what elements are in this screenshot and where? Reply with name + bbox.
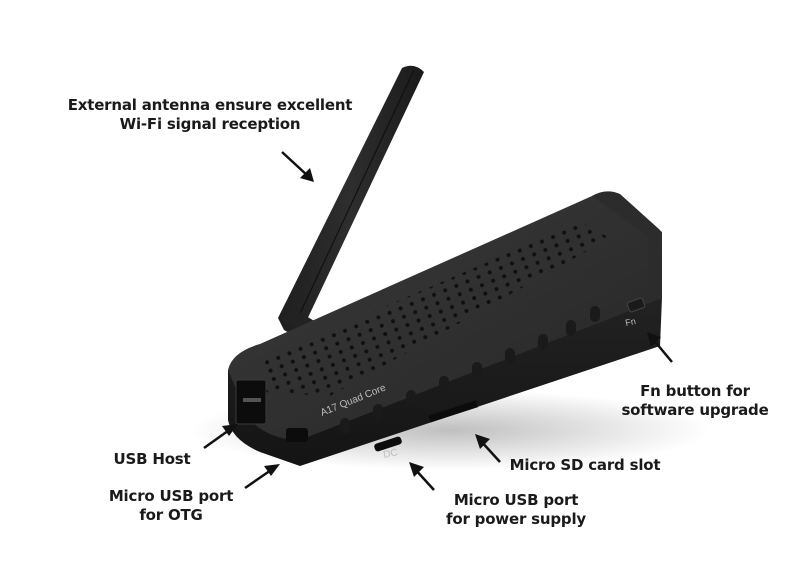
power-callout-line2: for power supply: [446, 510, 586, 528]
micro-sd-slot: [428, 400, 479, 423]
antenna-callout-line2: Wi-Fi signal reception: [119, 115, 301, 133]
micro-usb-power-port: [374, 436, 402, 452]
fn-callout-line1: Fn button for: [640, 382, 750, 400]
usb-host-callout: USB Host: [104, 450, 200, 469]
end-cap: [592, 191, 662, 300]
usb-host-tongue: [243, 398, 261, 402]
callout-arrows: [203, 151, 673, 491]
power-callout-line1: Micro USB port: [453, 491, 579, 509]
fn-callout-line2: software upgrade: [621, 401, 769, 419]
fn-marking: Fn: [624, 316, 636, 328]
usb-host-callout-line1: USB Host: [113, 450, 191, 468]
micro-usb-otg-callout: Micro USB port for OTG: [96, 487, 246, 525]
otg-callout-line2: for OTG: [139, 506, 203, 524]
vent-grille: [262, 222, 610, 396]
micro-usb-power-callout: Micro USB port for power supply: [436, 491, 596, 529]
dc-marking: DC: [382, 447, 398, 461]
micro-sd-callout: Micro SD card slot: [500, 456, 670, 475]
fn-button-callout: Fn button for software upgrade: [610, 382, 780, 420]
antenna-callout: External antenna ensure excellent Wi-Fi …: [62, 96, 358, 134]
sd-callout-line1: Micro SD card slot: [509, 456, 661, 474]
antenna-callout-line1: External antenna ensure excellent: [67, 96, 353, 114]
fn-button: [626, 297, 646, 313]
arrow-antenna: [281, 151, 309, 177]
otg-callout-line1: Micro USB port: [108, 487, 234, 505]
edge-ridges: [340, 306, 600, 434]
micro-usb-otg-port: [286, 428, 308, 442]
